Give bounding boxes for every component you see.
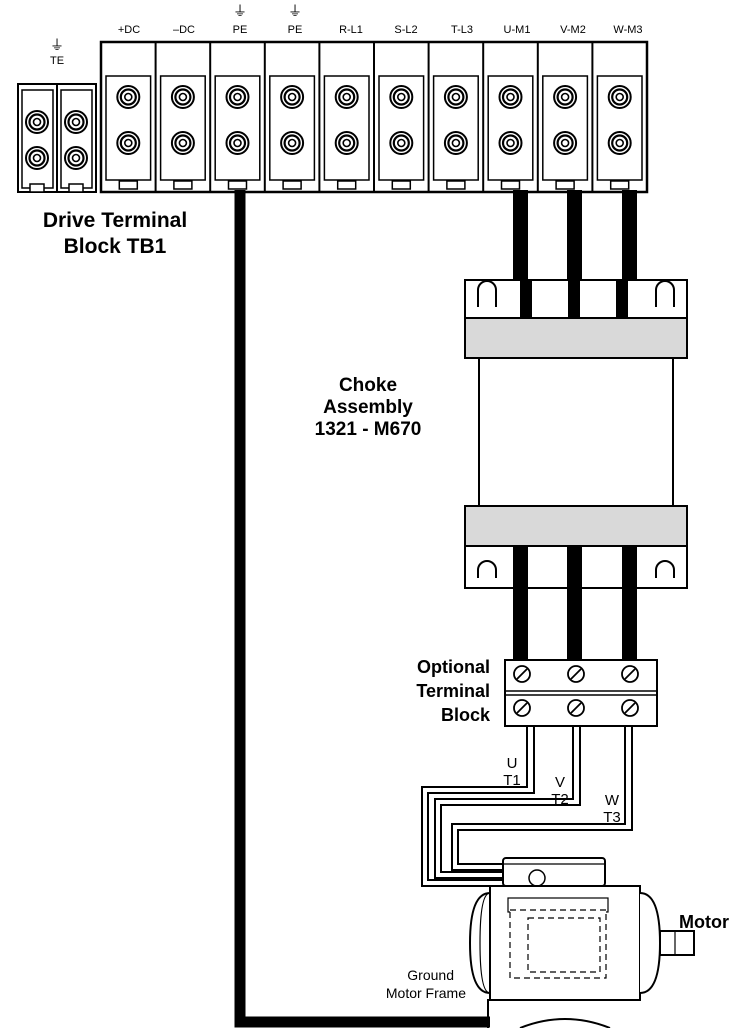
lead-v-phase: V [554,774,565,791]
terminal-position [482,42,534,192]
lead-v-terminal: T2 [551,791,569,808]
choke-label-line1: Choke [338,375,398,396]
optional-block-label-line3: Block [440,705,490,725]
te-label: TE [49,55,65,67]
terminal-position [154,42,206,192]
terminal-block-title: Drive Terminal Block TB1 [0,208,230,260]
terminal-label-w-m3: W-M3 [613,24,643,36]
choke-assembly [464,279,688,589]
terminal-position [373,42,425,192]
terminal-position [209,42,261,192]
pe-ground-icon-2: ⏚ [288,3,302,19]
ground-note: Ground Motor Frame [350,966,466,1002]
terminal-label-pe-1: PE [232,24,248,36]
terminal-label-u-m1: U-M1 [503,24,531,36]
te-ground-terminal [17,83,97,193]
lead-w-phase: W [604,792,620,809]
motor-label: Motor [679,912,729,932]
ground-note-line1: Ground [407,967,454,983]
pe-ground-icon-1: ⏚ [233,3,247,19]
terminal-block-title-line1: Drive Terminal [42,209,188,232]
optional-block-label-line2: Terminal [416,681,490,701]
terminal-label-s-l2: S-L2 [394,24,418,36]
terminal-block-title-line2: Block TB1 [63,235,167,258]
terminal-position [318,42,370,192]
choke-label-line2: Assembly [323,397,413,418]
ground-note-line2: Motor Frame [385,985,466,1001]
motor-leads [421,726,633,887]
lead-w-label: W T3 [600,792,624,826]
optional-block-label-line1: Optional [417,657,490,677]
lead-u-phase: U [506,755,518,772]
lead-u-label: U T1 [500,755,524,789]
terminal-position [263,42,316,192]
terminal-label-pe-2: PE [287,24,303,36]
terminal-position [536,42,589,192]
ground-wire [234,190,490,1028]
terminal-label-dc-plus: +DC [117,24,141,36]
terminal-label-t-l3: T-L3 [450,24,473,36]
optional-block-label: Optional Terminal Block [360,655,490,727]
terminal-label-dc-minus: –DC [172,24,195,36]
choke-to-block-cables [513,546,637,664]
choke-label-line3: 1321 - M670 [314,419,422,440]
terminal-position [427,42,479,192]
motor [468,857,695,1029]
lead-w-terminal: T3 [603,809,621,826]
terminal-position [591,42,643,192]
choke-label: Choke Assembly 1321 - M670 [268,375,468,441]
drive-terminal-block [99,40,649,194]
terminal-label-r-l1: R-L1 [339,24,363,36]
lead-u-terminal: T1 [503,772,521,789]
lead-v-label: V T2 [548,774,572,808]
te-ground-icon: ⏚ [50,37,64,53]
terminal-label-v-m2: V-M2 [560,24,586,36]
terminal-position [105,75,152,190]
optional-terminal-block [504,659,658,727]
